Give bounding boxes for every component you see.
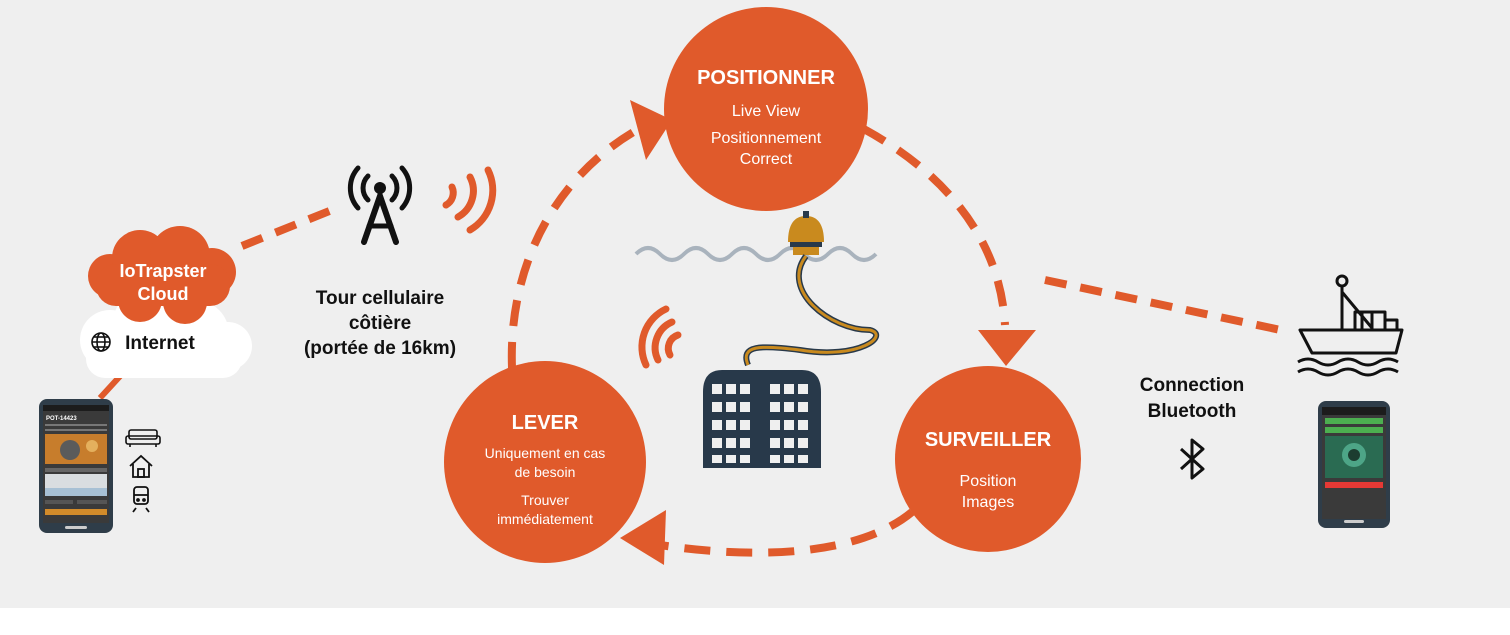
cell-tower-icon [347,165,413,245]
house-icon [129,454,153,478]
globe-icon [91,332,111,352]
arrowhead-positionner [630,100,672,160]
surveiller-title: SURVEILLER [925,429,1052,451]
internet-label: Internet [125,333,195,354]
phone-left: POT-14423 [39,399,113,533]
arrowhead-surveiller [978,330,1036,366]
positionner-line2: Positionnement [711,130,822,147]
cloud-label-line2: Cloud [138,284,189,304]
sofa-icon [125,429,161,447]
lever-line4: immédiatement [497,511,593,527]
buoy-icon [788,211,824,255]
lever-title: LEVER [512,412,579,434]
phone-left-title: POT-14423 [46,416,77,422]
lever-line2: de besoin [515,464,576,480]
train-icon [132,486,150,513]
node-positionner: POSITIONNER Live View Positionnement Cor… [664,7,868,211]
positionner-line3: Correct [740,151,793,168]
cloud-label-line1: IoTrapster [119,261,206,281]
lever-line3: Trouver [521,492,569,508]
trap-icon [703,370,821,468]
water-waves [634,246,878,262]
arrowhead-lever [620,510,666,565]
tower-signal-waves-icon [442,166,497,234]
bluetooth-label-line2: Bluetooth [1148,401,1237,422]
tower-label-line1: Tour cellulaire [316,288,444,309]
node-lever: LEVER Uniquement en cas de besoin Trouve… [444,361,646,563]
surveiller-line1: Position [960,473,1017,490]
trap-signal-waves-icon [638,305,682,369]
tower-label-line3: (portée de 16km) [304,338,456,359]
tower-label-line2: côtière [349,313,411,334]
link-cloud-tower [240,206,334,250]
iotrapster-cloud [88,226,236,324]
positionner-line1: Live View [732,103,801,120]
arrow-lever-to-positionner [507,121,648,369]
surveiller-line2: Images [962,494,1014,511]
bluetooth-label-line1: Connection [1140,375,1245,396]
phone-right [1318,401,1390,528]
arrow-positionner-to-surveiller [860,124,1009,326]
arrow-surveiller-to-lever [659,508,915,557]
bottom-strip [0,608,1510,635]
boat-icon [1297,274,1404,377]
node-surveiller: SURVEILLER Position Images [895,366,1081,552]
link-surveiller-boat [1044,276,1291,336]
bluetooth-icon [1179,438,1205,480]
lever-line1: Uniquement en cas [485,445,606,461]
positionner-title: POSITIONNER [697,67,835,89]
